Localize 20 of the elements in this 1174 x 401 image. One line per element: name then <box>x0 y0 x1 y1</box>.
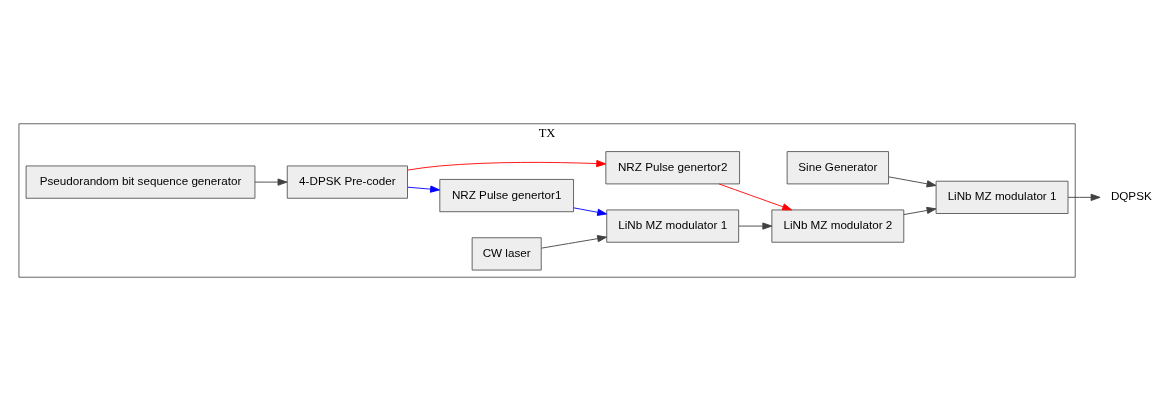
arrow <box>1067 193 1101 201</box>
arrow <box>541 235 608 249</box>
arrow <box>407 159 607 171</box>
node-box: 4-DPSK Pre-coder <box>286 165 408 199</box>
node-box: NRZ Pulse genertor1 <box>439 178 574 213</box>
arrow <box>718 183 793 211</box>
node-box: Sine Generator <box>786 151 889 185</box>
node-box: NRZ Pulse genertor2 <box>605 151 740 185</box>
node-box: LiNb MZ modulator 1 <box>935 180 1069 214</box>
arrow <box>738 222 773 230</box>
node-box: LiNb MZ modulator 2 <box>771 209 905 243</box>
node-box: CW laser <box>471 237 542 271</box>
arrow <box>903 206 937 215</box>
node-box: LiNb MZ modulator 1 <box>606 209 740 243</box>
arrow <box>407 185 440 193</box>
node-box: Pseudorandom bit sequence generator <box>25 165 256 199</box>
arrow <box>573 207 608 216</box>
node-text: DQPSK <box>1110 189 1152 203</box>
arrow <box>888 176 937 188</box>
arrow <box>254 178 288 186</box>
